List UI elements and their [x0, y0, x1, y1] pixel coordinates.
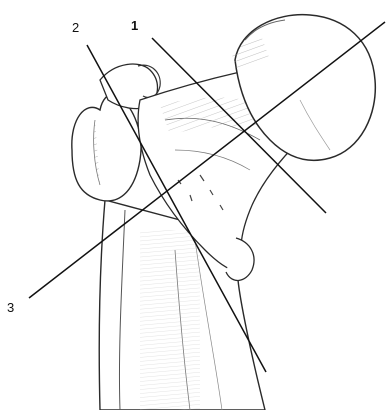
line-3-label: 3 [7, 301, 14, 314]
line-1-label: 1 [131, 19, 138, 32]
line-2-label: 2 [72, 21, 79, 34]
